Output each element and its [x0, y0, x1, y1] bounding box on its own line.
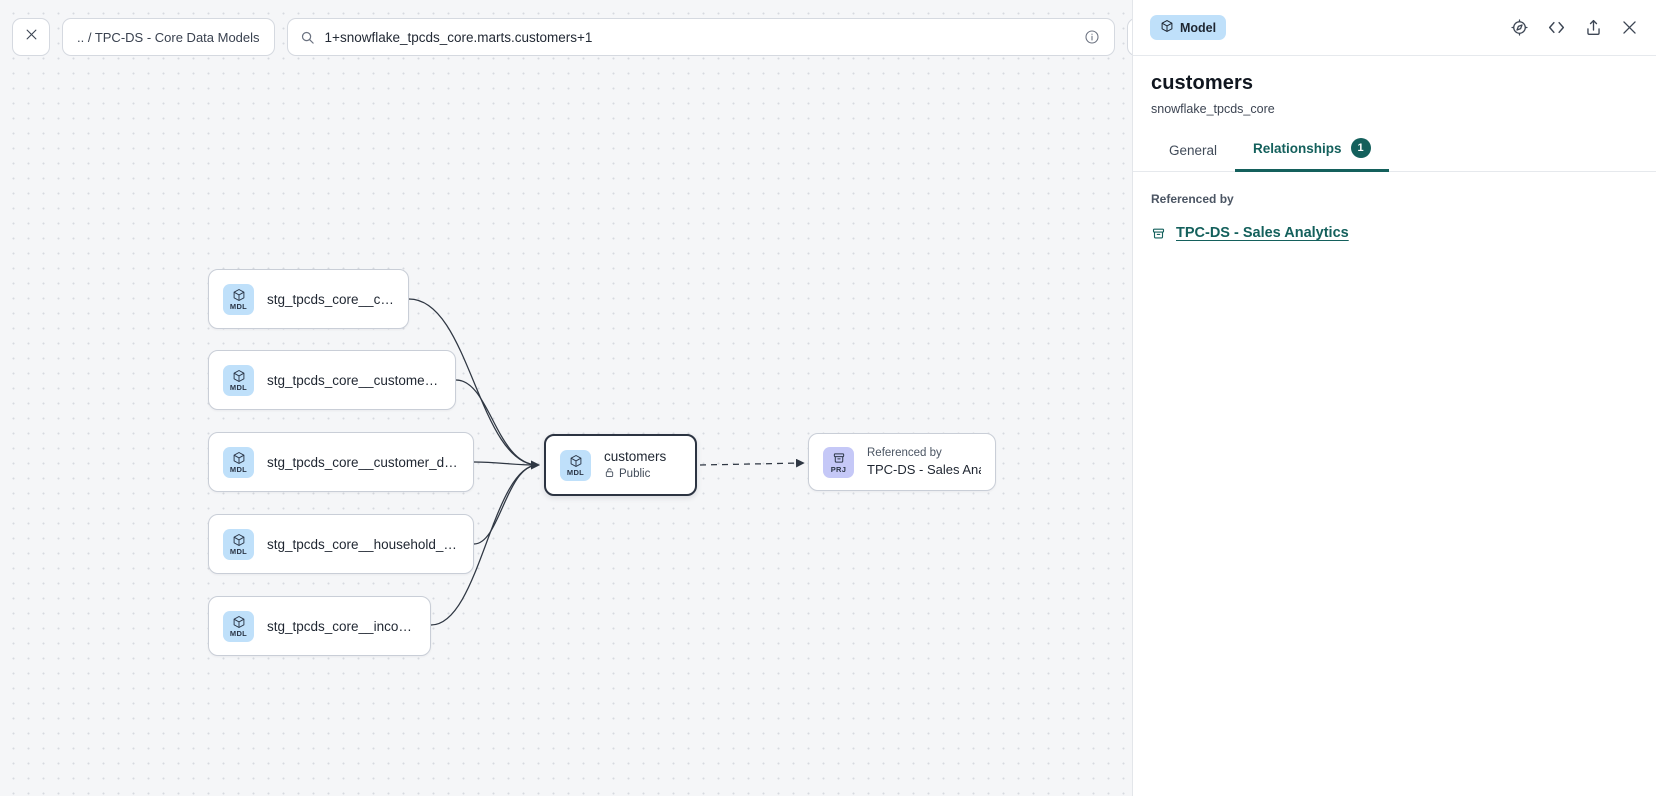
- badge-text: MDL: [229, 382, 248, 392]
- graph-node-stg-household-demographics[interactable]: MDL stg_tpcds_core__household_demogr…: [208, 514, 474, 574]
- model-badge: MDL: [223, 283, 254, 315]
- node-text: Referenced by TPC-DS - Sales Analytics: [867, 447, 981, 477]
- node-text: stg_tpcds_core__household_demogr…: [267, 537, 459, 552]
- close-lineage-button[interactable]: [12, 18, 50, 56]
- panel-subtitle: snowflake_tpcds_core: [1151, 102, 1275, 116]
- details-panel: Model customers snowflake_tpcds_c: [1132, 0, 1656, 796]
- node-access: Public: [604, 467, 666, 481]
- badge-text: PRJ: [830, 464, 847, 474]
- lineage-edges: [408, 298, 805, 626]
- explore-icon[interactable]: [1510, 18, 1529, 37]
- model-badge: MDL: [223, 528, 254, 560]
- search-query-value: 1+snowflake_tpcds_core.marts.customers+1: [324, 29, 593, 45]
- panel-header: customers snowflake_tpcds_core: [1133, 56, 1656, 116]
- project-badge: PRJ: [823, 446, 854, 478]
- node-label: stg_tpcds_core__customer: [267, 291, 394, 307]
- info-circle-icon[interactable]: [1084, 29, 1100, 45]
- tab-label: Relationships: [1253, 140, 1342, 156]
- cube-icon: [1160, 19, 1174, 36]
- model-badge: MDL: [223, 364, 254, 396]
- breadcrumb-label: .. / TPC-DS - Core Data Models: [77, 29, 260, 45]
- node-label: stg_tpcds_core__customer_address: [267, 372, 441, 388]
- badge-text: MDL: [566, 467, 585, 477]
- reference-link[interactable]: TPC-DS - Sales Analytics: [1176, 225, 1349, 241]
- graph-node-stg-customer-address[interactable]: MDL stg_tpcds_core__customer_address: [208, 350, 456, 410]
- node-kicker: Referenced by: [867, 447, 942, 459]
- node-label: stg_tpcds_core__income_band: [267, 618, 416, 634]
- badge-text: MDL: [229, 301, 248, 311]
- graph-node-project-sales-analytics[interactable]: PRJ Referenced by TPC-DS - Sales Analyti…: [808, 433, 996, 491]
- asset-type-label: Model: [1180, 20, 1217, 35]
- tab-relationships[interactable]: Relationships 1: [1235, 138, 1389, 172]
- node-text: stg_tpcds_core__customer: [267, 292, 394, 307]
- panel-top-divider: [1133, 55, 1656, 56]
- asset-type-chip[interactable]: Model: [1150, 15, 1227, 40]
- tab-count-badge: 1: [1350, 138, 1371, 158]
- section-label-referenced-by: Referenced by: [1151, 192, 1234, 206]
- lock-icon: [604, 467, 615, 481]
- lineage-graph: MDL stg_tpcds_core__customer MDL stg_tpc…: [208, 269, 996, 656]
- project-icon: [1151, 226, 1166, 241]
- graph-node-stg-income-band[interactable]: MDL stg_tpcds_core__income_band: [208, 596, 431, 656]
- node-text: customers Public: [604, 449, 666, 481]
- breadcrumb[interactable]: .. / TPC-DS - Core Data Models: [62, 18, 275, 56]
- code-icon[interactable]: [1546, 17, 1567, 38]
- badge-text: MDL: [229, 628, 248, 638]
- node-label: stg_tpcds_core__customer_demogra…: [267, 454, 459, 470]
- panel-toolbar: Model: [1133, 0, 1656, 55]
- model-badge: MDL: [560, 449, 591, 481]
- relationships-content: Referenced by TPC-DS - Sales Analytics: [1133, 172, 1656, 241]
- node-text: stg_tpcds_core__customer_demogra…: [267, 455, 459, 470]
- node-label: stg_tpcds_core__household_demogr…: [267, 536, 459, 552]
- page-title: customers: [1151, 72, 1254, 94]
- canvas-toolbar: .. / TPC-DS - Core Data Models 1+snowfla…: [12, 18, 1132, 56]
- node-text: stg_tpcds_core__income_band: [267, 619, 416, 634]
- tab-label: General: [1169, 143, 1218, 158]
- badge-text: MDL: [229, 464, 248, 474]
- node-label: TPC-DS - Sales Analytics: [867, 462, 981, 477]
- badge-text: MDL: [229, 546, 248, 556]
- close-icon: [24, 27, 39, 47]
- panel-tabs: General Relationships 1: [1133, 138, 1656, 172]
- search-icon: [300, 30, 315, 45]
- graph-node-customers-selected[interactable]: MDL customers Public: [544, 434, 697, 496]
- panel-actions: [1510, 17, 1639, 38]
- model-badge: MDL: [223, 610, 254, 642]
- graph-node-stg-customer-demographics[interactable]: MDL stg_tpcds_core__customer_demogra…: [208, 432, 474, 492]
- list-item[interactable]: TPC-DS - Sales Analytics: [1151, 225, 1638, 241]
- close-icon[interactable]: [1620, 18, 1639, 37]
- share-icon[interactable]: [1584, 18, 1603, 37]
- model-badge: MDL: [223, 446, 254, 478]
- node-label: customers: [604, 449, 667, 464]
- graph-node-stg-customer[interactable]: MDL stg_tpcds_core__customer: [208, 269, 409, 329]
- lineage-canvas[interactable]: .. / TPC-DS - Core Data Models 1+snowfla…: [0, 0, 1132, 796]
- refresh-button[interactable]: [1126, 18, 1132, 56]
- tab-general[interactable]: General: [1151, 143, 1235, 172]
- node-access-label: Public: [619, 468, 651, 480]
- lineage-search-input[interactable]: 1+snowflake_tpcds_core.marts.customers+1: [286, 18, 1115, 56]
- node-text: stg_tpcds_core__customer_address: [267, 373, 441, 388]
